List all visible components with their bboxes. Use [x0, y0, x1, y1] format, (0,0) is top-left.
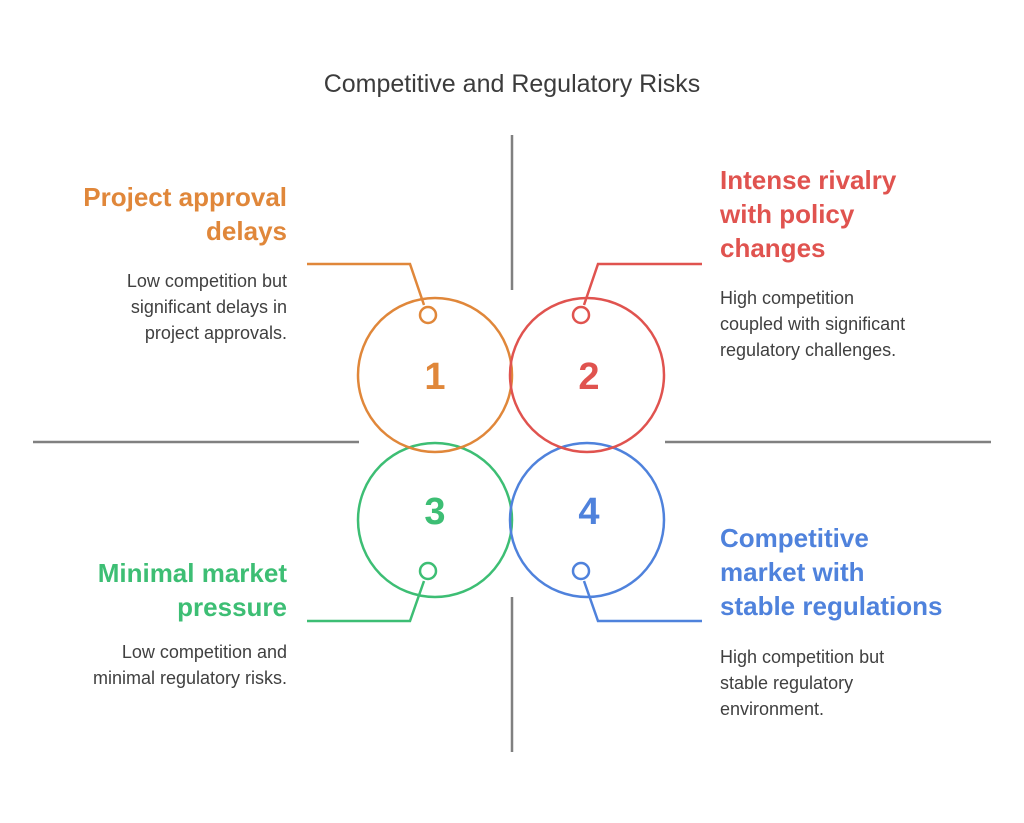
quadrant-4-description-line: environment. — [720, 699, 825, 719]
diagram-title: Competitive and Regulatory Risks — [323, 70, 701, 98]
connector-dot-3 — [418, 561, 438, 581]
number-1: 1 — [424, 356, 445, 398]
quadrant-1-description-line: significant delays in — [130, 297, 287, 317]
quadrant-3-description-line: minimal regulatory risks. — [92, 668, 287, 688]
quadrant-1-heading: Project approval delays — [83, 180, 287, 248]
connector-dot-4 — [571, 561, 591, 581]
connector-dot-2 — [571, 305, 591, 325]
quadrant-4-heading: Competitive market with stable regulatio… — [720, 521, 943, 623]
circle-3 — [356, 441, 514, 599]
quadrant-4-heading-line: Competitive — [720, 523, 869, 553]
connector-dot-1 — [418, 305, 438, 325]
quadrant-3-description: Low competition and minimal regulatory r… — [93, 639, 287, 691]
quadrant-4-description-line: High competition but — [720, 647, 885, 667]
circle-1 — [356, 296, 514, 454]
number-2: 2 — [578, 356, 599, 398]
quadrant-3-heading: Minimal market pressure — [98, 556, 287, 624]
quadrant-3-heading-line: Minimal market — [97, 558, 287, 588]
connector-4 — [582, 580, 702, 623]
quadrant-2-heading-line: with policy — [720, 199, 855, 229]
connector-2 — [582, 262, 702, 306]
quadrant-4-heading-line: stable regulations — [720, 591, 943, 621]
quadrant-4-heading-line: market with — [720, 557, 865, 587]
quadrant-2-description-line: High competition — [720, 288, 855, 308]
quadrant-2-heading: Intense rivalry with policy changes — [720, 163, 896, 265]
number-4: 4 — [578, 491, 599, 533]
quadrant-4-description: High competition but stable regulatory e… — [720, 644, 884, 722]
quadrant-3-description-line: Low competition and — [121, 642, 287, 662]
connector-3 — [307, 580, 426, 623]
connector-1 — [307, 262, 426, 306]
number-3: 3 — [424, 491, 445, 533]
quadrant-1-description-line: Low competition but — [126, 271, 287, 291]
quadrant-2-description-line: coupled with significant — [720, 314, 906, 334]
circle-4 — [508, 441, 666, 599]
quadrant-1-description-line: project approvals. — [144, 323, 287, 343]
quadrant-2-heading-line: changes — [720, 233, 826, 263]
quadrant-1-heading-line: delays — [206, 216, 287, 246]
quadrant-2-description: High competition coupled with significan… — [720, 285, 905, 363]
quadrant-2-heading-line: Intense rivalry — [720, 165, 897, 195]
quadrant-1-description: Low competition but significant delays i… — [127, 268, 287, 346]
quadrant-4-description-line: stable regulatory — [720, 673, 854, 693]
quadrant-2-description-line: regulatory challenges. — [720, 340, 897, 360]
quadrant-3-heading-line: pressure — [177, 592, 287, 622]
quadrant-1-heading-line: Project approval — [83, 182, 287, 212]
